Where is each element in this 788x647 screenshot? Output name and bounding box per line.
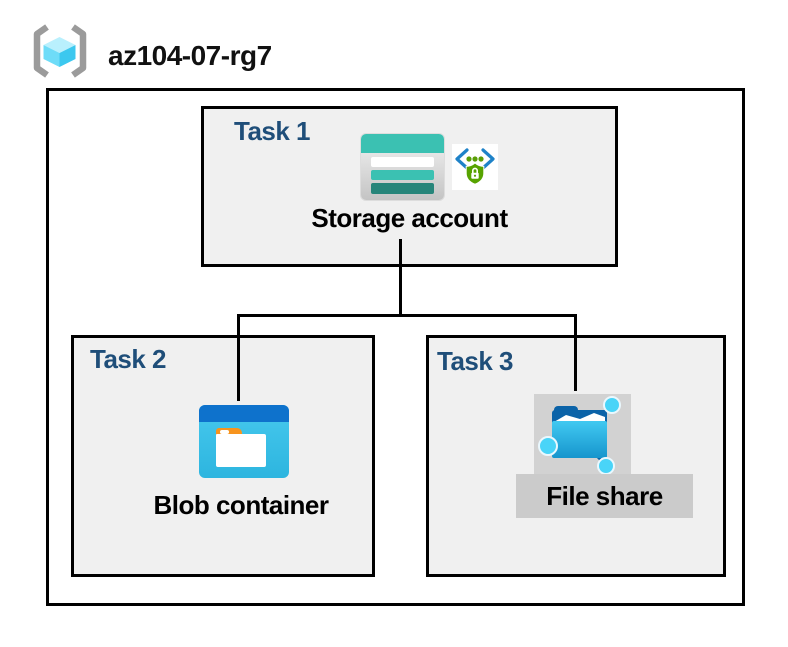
task2-label: Task 2 (90, 344, 167, 374)
blob-folder (216, 434, 266, 467)
file-share-icon-panel (534, 394, 631, 476)
blob-container-label: Blob container (153, 490, 329, 520)
resource-group-name: az104-07-rg7 (108, 40, 272, 71)
storage-icon-row-teal (371, 170, 434, 180)
storage-icon-top-bar (361, 134, 444, 153)
storage-icon-row-white (371, 157, 434, 167)
connector-to-fileshare (574, 314, 577, 391)
storage-icon-row-dark (371, 183, 434, 194)
task2-box: Task 2 Blob container (71, 335, 375, 577)
file-share-label: File share (516, 474, 693, 518)
resource-group-boundary: Task 1 Sto (46, 88, 745, 606)
storage-account-label: Storage account (311, 203, 508, 233)
blob-folder-tab-slot (220, 430, 229, 434)
connector-storage-stem (399, 239, 402, 315)
task3-box: Task 3 (426, 335, 726, 577)
blob-icon-top-bar (199, 405, 289, 422)
resource-group-icon (33, 24, 87, 78)
blob-container-icon (199, 405, 289, 478)
storage-account-icon (361, 134, 444, 200)
connector-to-blob (237, 314, 240, 401)
file-share-icon (538, 396, 621, 475)
task1-label: Task 1 (234, 116, 311, 146)
task3-label: Task 3 (437, 346, 514, 376)
sas-security-icon (452, 144, 498, 190)
task1-box: Task 1 Sto (201, 106, 618, 267)
connector-branch-bar (237, 314, 577, 317)
blob-folder-tab (216, 428, 242, 439)
